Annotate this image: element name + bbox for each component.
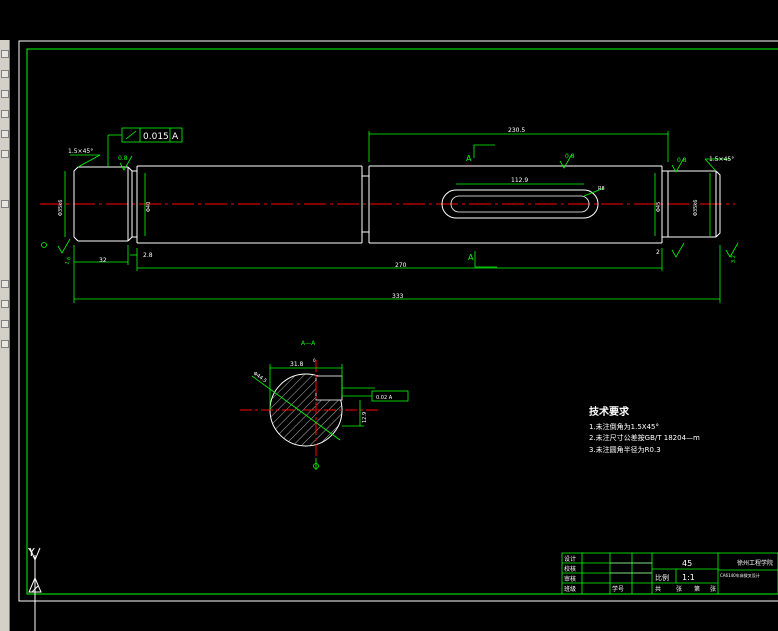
title-scale-label: 比例 <box>655 573 669 582</box>
title-sheet-no: 第 <box>694 585 700 593</box>
roughness-3-2: 3.2 <box>731 255 737 263</box>
dim-230-5: 230.5 <box>508 127 525 134</box>
outer-frame <box>18 40 778 602</box>
gdt-value: 0.015 <box>143 132 169 142</box>
title-sheet-unit-2: 张 <box>710 585 716 593</box>
toolbar-button[interactable] <box>1 320 9 328</box>
section-title: A—A <box>301 340 316 347</box>
roughness-1-6: 1.6 <box>64 256 72 266</box>
section-mark-top: A <box>466 154 472 163</box>
title-row-class: 班级 <box>564 585 576 593</box>
ucs-y-label: Y <box>27 546 35 559</box>
dim-dia-step: Φ40 <box>146 202 152 212</box>
title-drawing-name: CA6140车床拨叉设计 <box>720 572 760 578</box>
gdt-datum: A <box>172 132 179 142</box>
toolbar-button[interactable] <box>1 280 9 288</box>
toolbar-button[interactable] <box>1 200 9 208</box>
toolbar-button[interactable] <box>1 150 9 158</box>
dim-2-8: 2.8 <box>143 252 153 259</box>
dim-333: 333 <box>392 293 404 300</box>
title-scale: 1:1 <box>682 573 695 582</box>
title-row-review: 审核 <box>564 575 576 583</box>
section-dim-top: 31.8 <box>290 361 304 368</box>
toolbar-button[interactable] <box>1 340 9 348</box>
title-row-design: 设计 <box>564 555 576 563</box>
inner-frame <box>26 48 778 595</box>
toolbar-button[interactable] <box>1 90 9 98</box>
dimension-lines <box>41 127 739 303</box>
dim-dia-body: Φ45 <box>656 202 662 212</box>
shaft-outline <box>73 165 721 244</box>
chamfer-left-label: 1.5×45° <box>68 148 93 155</box>
title-sheet-total: 共 <box>655 585 661 593</box>
keyway-slot <box>441 189 599 219</box>
tech-requirements-title: 技术要求 <box>589 405 630 418</box>
title-row-student-id: 学号 <box>612 585 624 593</box>
tech-item-1: 1.未注倒角为1.5X45° <box>589 422 659 431</box>
dim-2: 2 <box>656 249 660 256</box>
roughness-mid: 0.8 <box>565 153 575 160</box>
dim-dia-right: Φ35k6 <box>693 200 699 216</box>
keyway-inner <box>450 195 590 213</box>
dim-270: 270 <box>395 262 407 269</box>
section-dim-top-tol: 0 <box>313 358 316 363</box>
toolbar-button[interactable] <box>1 110 9 118</box>
title-material: 45 <box>682 559 692 568</box>
dim-32: 32 <box>99 257 107 264</box>
chamfer-right-label: 1.5×45° <box>709 156 734 163</box>
left-scrollbar[interactable] <box>0 40 10 631</box>
roughness-right: 0.8 <box>677 157 687 164</box>
toolbar-button[interactable] <box>1 300 9 308</box>
section-dim-right: 12.9 <box>362 412 368 423</box>
section-mark-bottom: A <box>468 253 474 262</box>
ucs-icon <box>28 547 42 631</box>
toolbar-button[interactable] <box>1 130 9 138</box>
dim-112-9: 112.9 <box>511 177 528 184</box>
roughness-left: 0.8 <box>118 155 128 162</box>
tech-item-2: 2.未注尺寸公差按GB/T 18204—m <box>589 433 700 442</box>
section-tol-box: 0.02 A <box>376 395 393 401</box>
dim-dia-left: Φ35k6 <box>58 200 64 216</box>
tech-item-3: 3.未注圆角半径为R0.3 <box>589 445 661 454</box>
dim-r8: R8 <box>598 186 605 192</box>
title-row-check: 校核 <box>564 565 576 573</box>
toolbar-button[interactable] <box>1 70 9 78</box>
toolbar-button[interactable] <box>1 50 9 58</box>
section-a-a <box>240 360 409 470</box>
title-sheet-unit-1: 张 <box>676 585 682 593</box>
title-school: 徐州工程学院 <box>737 559 773 567</box>
